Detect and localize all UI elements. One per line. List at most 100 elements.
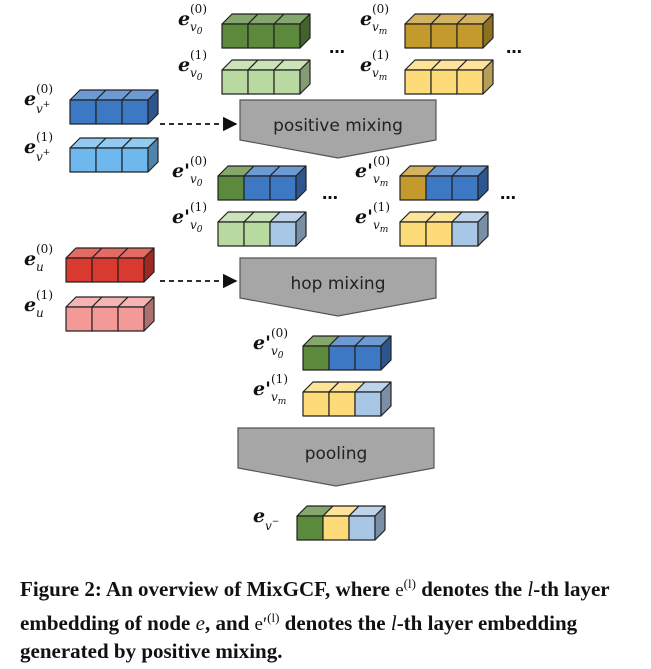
cube-front xyxy=(328,391,356,417)
embedding-symbol: e xyxy=(360,54,373,76)
cube-front xyxy=(69,99,97,125)
cube-side xyxy=(380,335,392,371)
embedding-label-evp_0: e(0)v+ xyxy=(24,82,53,116)
embedding-symbol: e' xyxy=(355,206,373,228)
embedding-node: v0 xyxy=(190,172,203,189)
embedding-node: v+ xyxy=(36,148,51,164)
embedding-label-ev0_0: e(0) v0 xyxy=(178,2,207,37)
cube-front xyxy=(425,221,453,247)
cube-front xyxy=(247,69,275,95)
cube-front xyxy=(121,147,149,173)
cube-front xyxy=(91,306,119,332)
embedding-label-eu_0: e(0)u xyxy=(24,242,53,274)
cube-front xyxy=(95,147,123,173)
caption-sym2-sup: (l) xyxy=(267,610,280,625)
embedding-symbol: e' xyxy=(355,160,373,182)
cube-front xyxy=(221,69,249,95)
ellipsis-mid-mid: … xyxy=(322,184,339,203)
embedding-ev0_0 xyxy=(221,13,311,49)
cube-front xyxy=(247,23,275,49)
caption-part3: -th layer embedding of node xyxy=(20,577,610,635)
cube-front xyxy=(451,221,479,247)
embedding-node: vm xyxy=(271,390,287,407)
cube-front xyxy=(430,69,458,95)
embedding-label-evm_0: e(0)vm xyxy=(360,2,389,37)
embedding-node: v+ xyxy=(36,100,51,116)
embedding-symbol: e' xyxy=(172,206,190,228)
embedding-symbol: e' xyxy=(172,160,190,182)
embedding-evp_1 xyxy=(69,137,159,173)
cube-front xyxy=(121,99,149,125)
embedding-epvm_0 xyxy=(399,165,489,201)
cube-front xyxy=(65,257,93,283)
cube-side xyxy=(299,59,311,95)
cube-side xyxy=(295,211,307,247)
embedding-layer: (0) xyxy=(271,326,288,340)
cube-front xyxy=(456,23,484,49)
embedding-evm_1 xyxy=(404,59,494,95)
embedding-label-evp_1: e(1)v+ xyxy=(24,130,53,164)
caption-part5: denotes the xyxy=(279,611,391,635)
embedding-symbol: e xyxy=(178,8,191,30)
caption-part1: Figure 2: An overview of MixGCF, where xyxy=(20,577,396,601)
cube-front xyxy=(404,69,432,95)
embedding-eu_0 xyxy=(65,247,155,283)
embedding-label-hop_0: e'(0)v0 xyxy=(253,326,288,361)
cube-front xyxy=(296,515,324,541)
embedding-node: v0 xyxy=(271,344,284,361)
embedding-hop_0 xyxy=(302,335,392,371)
embedding-label-epvm_0: e'(0)vm xyxy=(355,154,390,189)
cube-front xyxy=(273,69,301,95)
caption-l2: l xyxy=(390,611,397,635)
cube-front xyxy=(302,345,330,371)
embedding-node: u xyxy=(36,306,44,320)
embedding-label-evm_1: e(1)vm xyxy=(360,48,389,83)
embedding-label-epv0_0: e'(0)v0 xyxy=(172,154,207,189)
cube-side xyxy=(380,381,392,417)
embedding-label-epv0_1: e'(1)v0 xyxy=(172,200,207,235)
embedding-symbol: e xyxy=(24,248,37,270)
embedding-epv0_0 xyxy=(217,165,307,201)
embedding-layer: (1) xyxy=(373,200,390,214)
caption-sym1: e xyxy=(395,580,404,601)
cube-front xyxy=(328,345,356,371)
embedding-layer: (0) xyxy=(373,154,390,168)
embedding-layer: (0) xyxy=(190,2,207,16)
cube-side xyxy=(482,13,494,49)
embedding-layer: (0) xyxy=(36,82,53,96)
cube-side xyxy=(143,296,155,332)
pooling-label: pooling xyxy=(304,444,368,464)
cube-front xyxy=(322,515,350,541)
cube-front xyxy=(399,221,427,247)
embedding-symbol: e' xyxy=(253,378,271,400)
cube-front xyxy=(269,221,297,247)
cube-front xyxy=(430,23,458,49)
caption-sym2: e′ xyxy=(254,614,268,635)
hop-mixing-funnel xyxy=(239,257,437,317)
cube-front xyxy=(404,23,432,49)
embedding-label-epvm_1: e'(1)vm xyxy=(355,200,390,235)
embedding-node: v0 xyxy=(190,218,203,235)
embedding-node: v0 xyxy=(190,66,203,83)
cube-front xyxy=(354,345,382,371)
cube-front xyxy=(348,515,376,541)
cube-front xyxy=(273,23,301,49)
cube-side xyxy=(295,165,307,201)
cube-front xyxy=(95,99,123,125)
cube-side xyxy=(482,59,494,95)
cube-front xyxy=(117,257,145,283)
cube-front xyxy=(91,257,119,283)
embedding-node: v0 xyxy=(190,20,203,37)
embedding-hop_1 xyxy=(302,381,392,417)
cube-front xyxy=(217,221,245,247)
embedding-layer: (1) xyxy=(271,372,288,386)
pooling-funnel xyxy=(237,427,435,487)
cube-front xyxy=(269,175,297,201)
embedding-evp_0 xyxy=(69,89,159,125)
caption-l1: l xyxy=(527,577,534,601)
cube-front xyxy=(451,175,479,201)
ellipsis-top-right: … xyxy=(506,38,523,57)
cube-side xyxy=(147,137,159,173)
embedding-node: v− xyxy=(265,517,280,533)
